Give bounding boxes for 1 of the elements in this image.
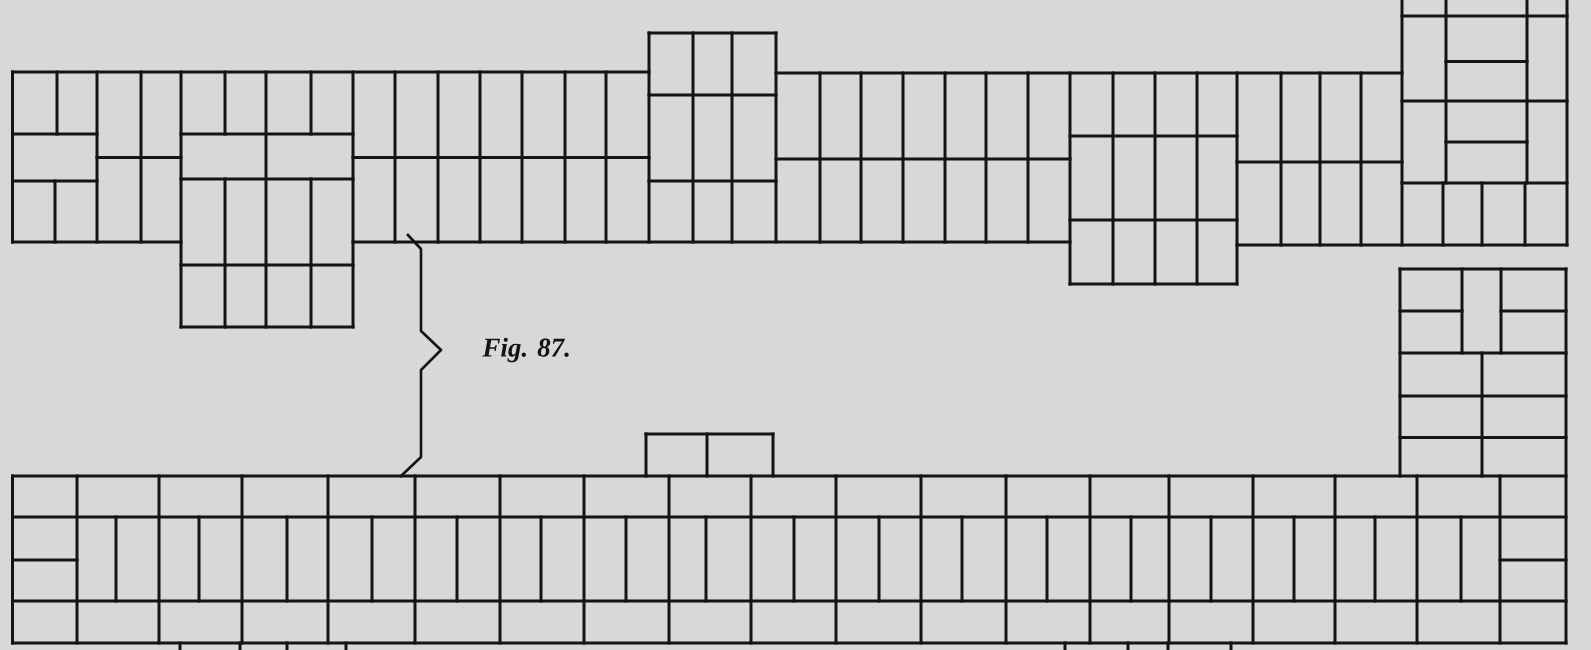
figure-label: Fig. 87. bbox=[482, 337, 569, 363]
